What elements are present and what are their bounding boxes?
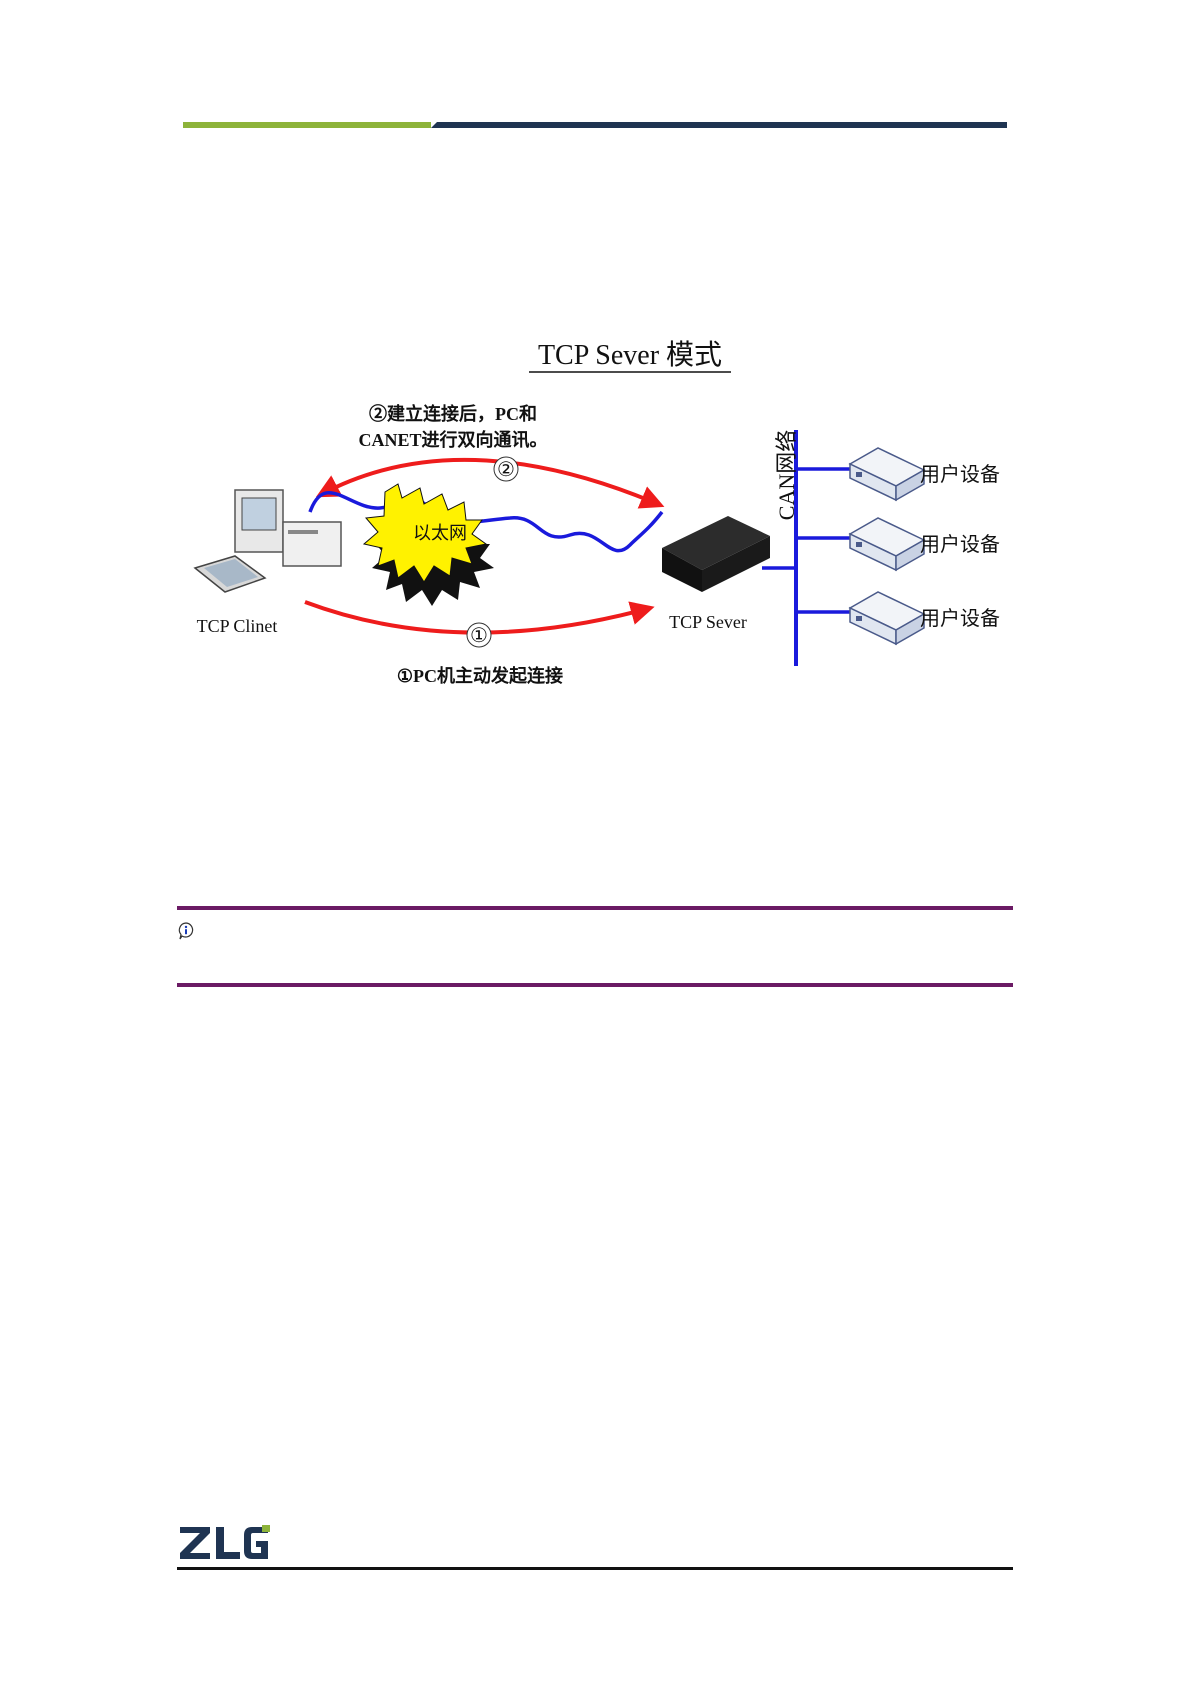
ethernet-cable [310,493,662,551]
figure-title: TCP Sever 模式 [538,339,722,371]
footer-rule [177,1567,1013,1570]
tcp-server-mode-figure: TCP Sever 模式 ②建立连接后，PC和 CANET进行双向通讯。 ② [180,330,1020,700]
info-icon [177,922,195,940]
user-device-icon-3 [850,592,924,644]
bidirectional-arrow [320,460,660,505]
step2-marker: ② [497,459,515,481]
step1-caption: ①PC机主动发起连接 [397,665,563,686]
header-bar-green [183,122,431,128]
user-device-label-2: 用户设备 [920,533,1000,556]
zlg-logo [178,1523,273,1561]
user-device-label-1: 用户设备 [920,463,1000,486]
step2-text-line2: CANET进行双向通讯。 [358,429,547,450]
server-label: TCP Sever [669,612,747,632]
step2-text-line1: ②建立连接后，PC和 [369,403,537,424]
user-device-label-3: 用户设备 [920,607,1000,630]
client-label: TCP Clinet [197,616,278,636]
ethernet-burst [364,484,494,606]
header-bar-navy [431,122,1007,128]
diagram-canvas: TCP Sever 模式 ②建立连接后，PC和 CANET进行双向通讯。 ② [180,330,1020,700]
ethernet-label: 以太网 [413,523,467,544]
pc-computer-icon [195,490,341,592]
note-top-rule [177,906,1013,910]
user-device-icon-1 [850,448,924,500]
user-device-icon-2 [850,518,924,570]
step1-marker: ① [470,625,488,647]
note-bottom-rule [177,983,1013,987]
can-network-label: CAN网络 [774,430,799,520]
